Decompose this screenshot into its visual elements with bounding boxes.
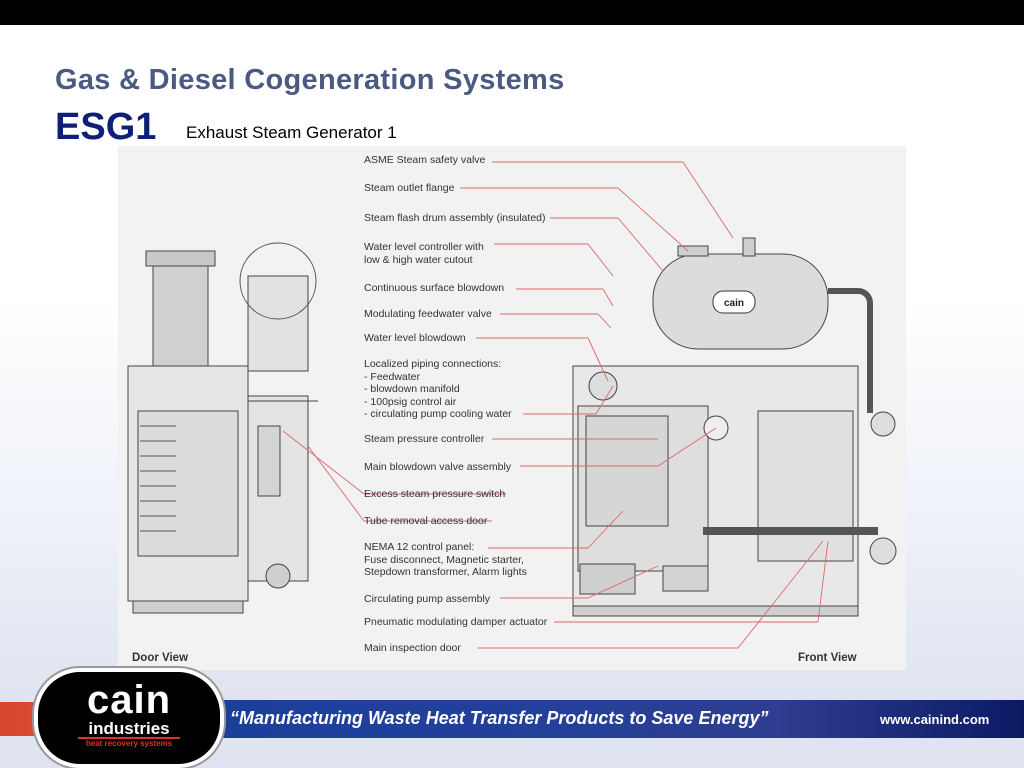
- callout-tube-removal-door: Tube removal access door: [364, 515, 488, 527]
- callout-water-level-controller: Water level controller with low & high w…: [364, 241, 484, 266]
- diagram-panel: cain: [118, 146, 906, 670]
- model-name: ESG1: [55, 106, 157, 148]
- callout-main-inspection-door: Main inspection door: [364, 642, 461, 654]
- door-view-label: Door View: [132, 652, 189, 664]
- callout-surface-blowdown: Continuous surface blowdown: [364, 282, 505, 294]
- drum-badge: cain: [724, 298, 744, 309]
- callout-circulating-pump: Circulating pump assembly: [364, 593, 491, 605]
- front-view-label: Front View: [798, 652, 857, 664]
- logo-rule: [78, 737, 180, 739]
- callout-main-blowdown-valve: Main blowdown valve assembly: [364, 461, 512, 473]
- logo-main-text: cain: [86, 678, 172, 722]
- callout-steam-pressure-controller: Steam pressure controller: [364, 433, 485, 445]
- callout-steam-outlet-flange: Steam outlet flange: [364, 182, 455, 194]
- model-subtitle: Exhaust Steam Generator 1: [186, 123, 397, 142]
- callout-flash-drum: Steam flash drum assembly (insulated): [364, 212, 546, 224]
- callout-water-level-blowdown: Water level blowdown: [364, 332, 466, 344]
- front-view-unit: cain: [572, 237, 897, 617]
- callout-excess-pressure-switch: Excess steam pressure switch: [364, 488, 506, 500]
- footer-url[interactable]: www.cainind.com: [880, 712, 990, 727]
- door-view-unit: [127, 242, 318, 614]
- footer-bar: [205, 700, 1024, 738]
- footer-slogan: “Manufacturing Waste Heat Transfer Produ…: [230, 708, 769, 728]
- callout-control-panel: NEMA 12 control panel: Fuse disconnect, …: [364, 541, 527, 578]
- callout-asme-safety-valve: ASME Steam safety valve: [364, 154, 486, 166]
- cain-logo: cain industries heat recovery systems: [34, 668, 224, 768]
- callout-leader-lines: [282, 161, 829, 649]
- slide-title: Gas & Diesel Cogeneration Systems: [55, 64, 565, 96]
- logo-tagline: heat recovery systems: [85, 739, 173, 748]
- equipment-drawing: cain: [127, 161, 897, 649]
- top-black-bar: [0, 0, 1024, 25]
- callout-damper-actuator: Pneumatic modulating damper actuator: [364, 616, 548, 628]
- callout-piping-connections: Localized piping connections: - Feedwate…: [364, 358, 512, 420]
- callout-feedwater-valve: Modulating feedwater valve: [364, 308, 492, 320]
- logo-sub-text: industries: [88, 719, 170, 738]
